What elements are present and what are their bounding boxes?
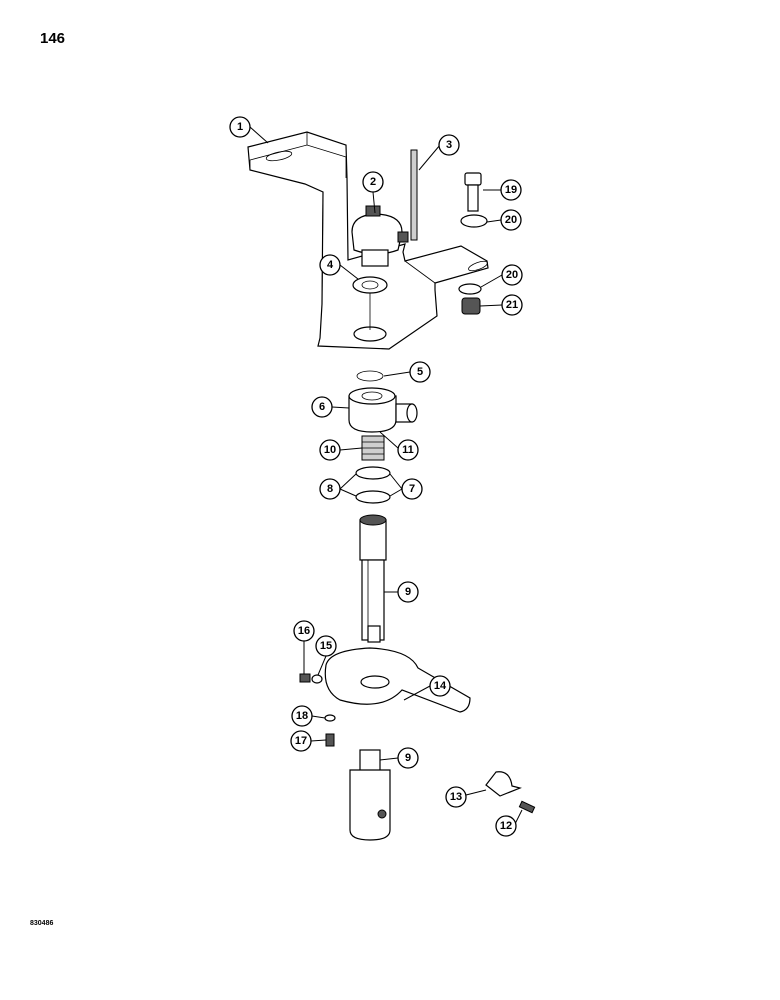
callout-17: 17 — [290, 730, 312, 752]
callout-10: 10 — [319, 439, 341, 461]
svg-text:8: 8 — [327, 483, 333, 495]
svg-text:4: 4 — [327, 259, 334, 271]
washer — [352, 276, 388, 294]
housing — [348, 387, 418, 433]
clip — [485, 771, 536, 814]
o-ring-upper — [355, 466, 391, 480]
callout-2: 2 — [362, 171, 384, 193]
callout-15: 15 — [315, 635, 337, 657]
callout-5: 5 — [409, 361, 431, 383]
svg-text:21: 21 — [506, 299, 518, 311]
callout-9-upper: 9 — [397, 581, 419, 603]
svg-text:7: 7 — [409, 483, 415, 495]
svg-text:1: 1 — [237, 121, 243, 133]
figure-code: 830486 — [30, 920, 54, 927]
svg-text:15: 15 — [320, 640, 332, 652]
callout-1: 1 — [229, 116, 251, 138]
svg-text:12: 12 — [500, 820, 512, 832]
callout-13: 13 — [445, 786, 467, 808]
callout-4: 4 — [319, 254, 341, 276]
nut — [461, 297, 481, 315]
svg-text:6: 6 — [319, 401, 325, 413]
callout-6: 6 — [311, 396, 333, 418]
svg-text:10: 10 — [324, 444, 336, 456]
svg-text:14: 14 — [434, 680, 447, 692]
washer-20a — [460, 214, 488, 228]
rod — [410, 149, 418, 241]
callout-8: 8 — [319, 478, 341, 500]
lower-shaft — [349, 749, 391, 841]
svg-text:11: 11 — [402, 444, 414, 456]
callout-19: 19 — [500, 179, 522, 201]
snap-ring — [356, 370, 384, 382]
shaft — [359, 514, 387, 643]
plate — [324, 647, 471, 713]
svg-text:20: 20 — [505, 214, 517, 226]
callout-11: 11 — [397, 439, 419, 461]
washer-20b — [458, 283, 482, 295]
callout-9-lower: 9 — [397, 747, 419, 769]
svg-text:17: 17 — [295, 735, 307, 747]
callout-14: 14 — [429, 675, 451, 697]
callout-18: 18 — [291, 705, 313, 727]
hardware — [299, 673, 336, 747]
svg-text:16: 16 — [298, 625, 310, 637]
svg-text:18: 18 — [296, 710, 308, 722]
bolt — [464, 172, 482, 212]
svg-text:3: 3 — [446, 139, 452, 151]
o-ring-lower — [355, 490, 391, 504]
callout-7: 7 — [401, 478, 423, 500]
svg-text:2: 2 — [370, 176, 376, 188]
spring — [361, 435, 385, 461]
leader-lines — [249, 126, 523, 825]
callout-3: 3 — [438, 134, 460, 156]
callout-20-lower: 20 — [501, 264, 523, 286]
svg-text:9: 9 — [405, 752, 411, 764]
callout-12: 12 — [495, 815, 517, 837]
callout-21: 21 — [501, 294, 523, 316]
svg-text:20: 20 — [506, 269, 518, 281]
callout-16: 16 — [293, 620, 315, 642]
svg-text:13: 13 — [450, 791, 462, 803]
svg-text:5: 5 — [417, 366, 423, 378]
callout-20-upper: 20 — [500, 209, 522, 231]
svg-text:19: 19 — [505, 184, 517, 196]
page-number: 146 — [40, 30, 66, 47]
svg-text:9: 9 — [405, 586, 411, 598]
fitting — [351, 205, 409, 267]
